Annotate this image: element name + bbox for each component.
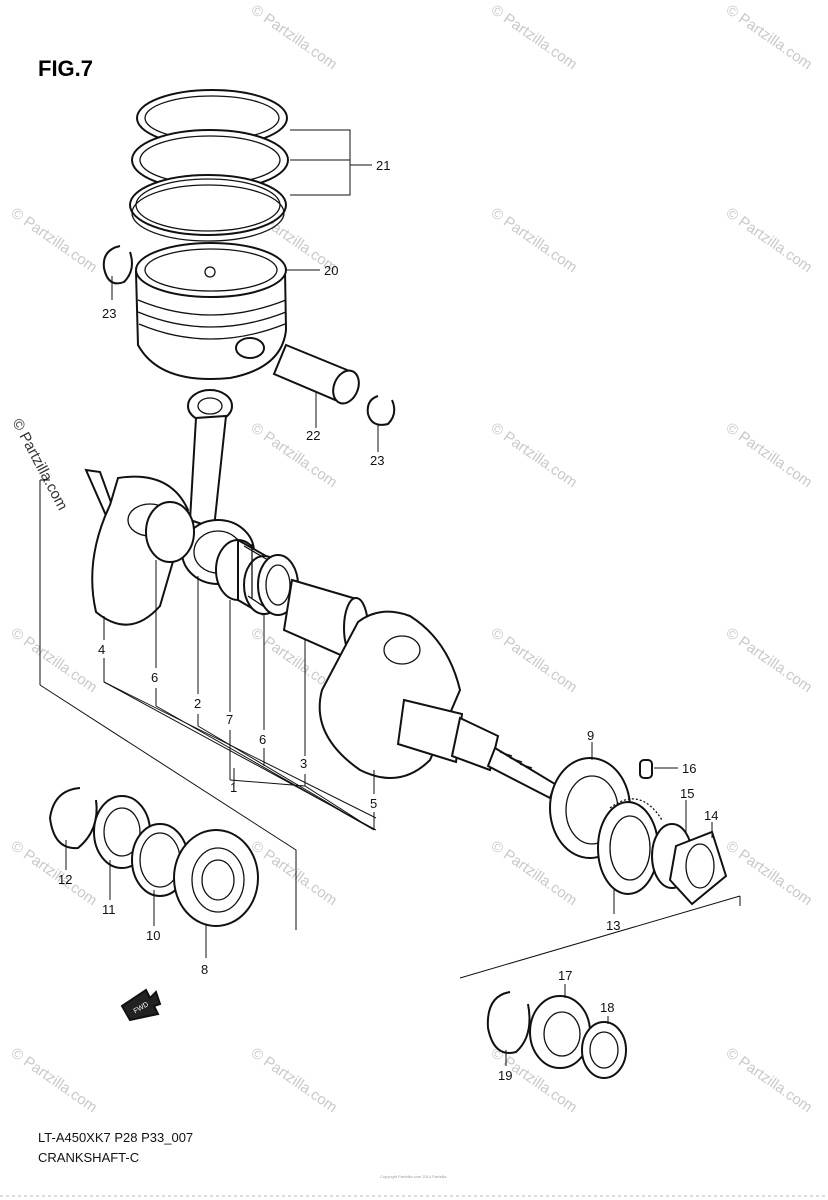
watermark: © Partzilla.com — [723, 837, 816, 909]
forward-arrow-icon: FWD — [120, 988, 162, 1022]
watermark: © Partzilla.com — [8, 837, 101, 909]
crank-web-left — [84, 468, 195, 626]
callout: 16 — [682, 761, 696, 776]
callout: 13 — [606, 918, 620, 933]
callouts: 21 20 23 22 23 4 6 2 7 6 3 1 5 9 16 15 1… — [58, 158, 718, 1083]
callout: 11 — [102, 902, 116, 917]
crank-nut — [668, 830, 728, 906]
watermark: © Partzilla.com — [723, 204, 816, 276]
callout: 18 — [600, 1000, 614, 1015]
piston-pin — [272, 343, 360, 405]
callout: 9 — [587, 728, 594, 743]
watermark: © Partzilla.com — [488, 1, 581, 73]
figure-label: FIG.7 — [38, 56, 93, 81]
callout: 19 — [498, 1068, 512, 1083]
copyright-note: Copyright Partzilla.com 2014 Partzilla — [380, 1174, 447, 1179]
ball-bearing-8 — [173, 829, 259, 927]
diagram-title: CRANKSHAFT-C — [38, 1150, 139, 1165]
callout: 5 — [370, 796, 377, 811]
diagram-code: LT-A450XK7 P28 P33_007 — [38, 1130, 193, 1145]
callout: 1 — [230, 780, 237, 795]
callout: 6 — [259, 732, 266, 747]
circlip-12 — [48, 787, 98, 850]
watermark: © Partzilla.com — [723, 1044, 816, 1116]
callout: 2 — [194, 696, 201, 711]
callout: 12 — [58, 872, 72, 887]
piston — [134, 242, 288, 380]
bearing-17 — [529, 995, 591, 1069]
callout: 15 — [680, 786, 694, 801]
leader-lines — [39, 129, 741, 1066]
watermark: © Partzilla.com — [488, 204, 581, 276]
watermark: © Partzilla.com — [723, 419, 816, 491]
callout: 22 — [306, 428, 320, 443]
callout: 3 — [300, 756, 307, 771]
circlip-right — [366, 395, 396, 426]
crank-web-right — [318, 610, 557, 800]
callout: 6 — [151, 670, 158, 685]
callout: 20 — [324, 263, 338, 278]
watermark: © Partzilla.com — [8, 624, 101, 696]
watermark: © Partzilla.com — [248, 419, 341, 491]
watermark: © Partzilla.com — [248, 1, 341, 73]
callout: 23 — [370, 453, 384, 468]
oil-seal-18 — [581, 1021, 627, 1079]
callout: 8 — [201, 962, 208, 977]
watermark: © Partzilla.com — [488, 624, 581, 696]
callout: 21 — [376, 158, 390, 173]
callout: 17 — [558, 968, 572, 983]
watermark: © Partzilla.com — [8, 204, 101, 276]
callout: 10 — [146, 928, 160, 943]
watermark: © Partzilla.com — [248, 1044, 341, 1116]
key — [639, 759, 653, 779]
watermark: © Partzilla.com — [723, 624, 816, 696]
callout: 14 — [704, 808, 718, 823]
circlip-left — [102, 245, 133, 285]
watermark: © Partzilla.com — [723, 1, 816, 73]
callout: 4 — [98, 642, 105, 657]
watermark: © Partzilla.com — [488, 419, 581, 491]
watermark: © Partzilla.com — [8, 1044, 101, 1116]
callout: 23 — [102, 306, 116, 321]
callout: 7 — [226, 712, 233, 727]
piston-rings — [129, 89, 289, 242]
circlip-19 — [486, 991, 531, 1054]
